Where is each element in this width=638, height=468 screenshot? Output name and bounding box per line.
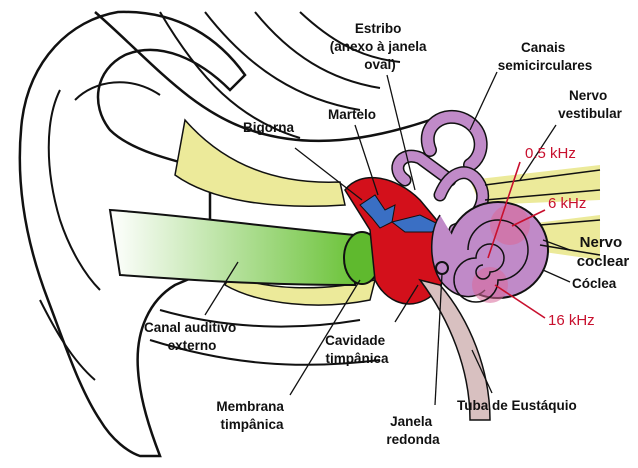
- label-freq-16khz: 16 kHz: [548, 312, 595, 329]
- label-freq-6khz: 6 kHz: [548, 195, 586, 212]
- label-freq-0-5khz: 0.5 kHz: [525, 145, 576, 162]
- label-estribo: Estribo (anexo à janela oval): [330, 21, 431, 72]
- label-bigorna: Bigorna: [243, 120, 294, 135]
- round-window: [436, 262, 448, 274]
- label-coclea: Cóclea: [572, 276, 617, 291]
- label-membrana-timpanica: Membrana timpânica: [216, 399, 287, 432]
- label-tuba-eustaquio: Tuba de Eustáquio: [457, 398, 577, 413]
- label-cavidade-timpanica: Cavidade timpânica: [325, 333, 389, 366]
- label-nervo-vestibular: Nervo vestibular: [558, 88, 623, 121]
- label-martelo: Martelo: [328, 107, 376, 122]
- label-canais-semicirculares: Canais semicirculares: [498, 40, 593, 73]
- label-canal-auditivo: Canal auditivo externo: [144, 320, 240, 353]
- ear-canal: [110, 210, 380, 285]
- label-janela-redonda: Janela redonda: [386, 414, 440, 447]
